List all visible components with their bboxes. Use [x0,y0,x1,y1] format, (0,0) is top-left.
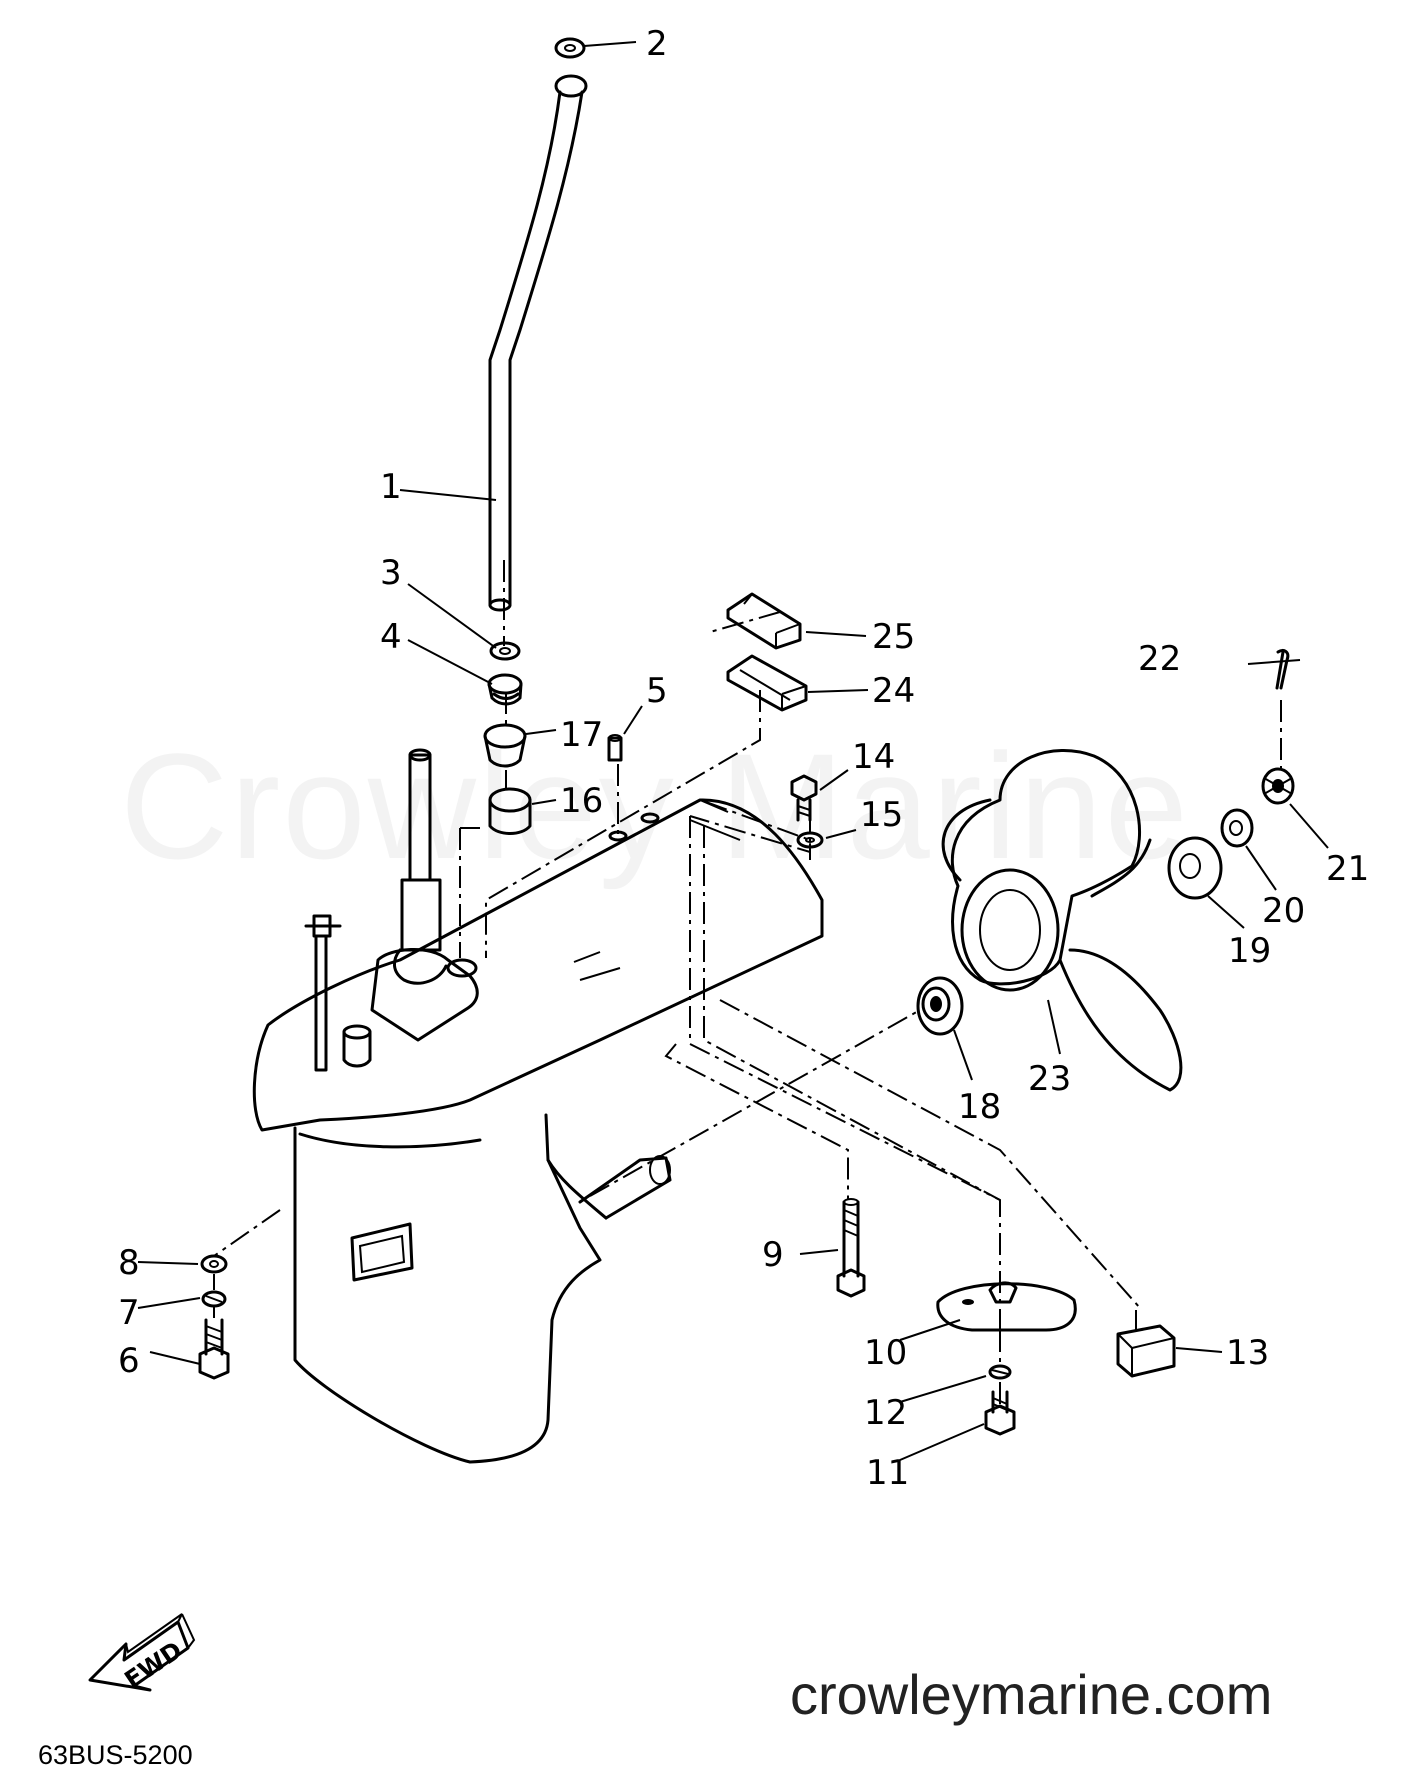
part-24-damper [726,654,808,712]
callout-9: 9 [762,1235,784,1275]
callout-18: 18 [958,1087,1001,1127]
callout-3: 3 [380,553,402,593]
leader-lines [137,41,1329,1461]
callout-5: 5 [646,671,668,711]
callout-11: 11 [866,1453,909,1493]
callout-25: 25 [872,617,915,657]
part-5-pin [607,734,623,762]
part-21-nut [1261,767,1295,805]
callout-14: 14 [852,737,895,777]
callout-10: 10 [864,1333,907,1373]
part-6-bolt [198,1318,230,1380]
callout-1: 1 [380,467,402,507]
part-25-damper [726,592,802,650]
part-8-washer [200,1254,228,1274]
part-14-bolt [790,774,818,822]
callout-labels: 2 1 3 4 17 16 5 25 24 14 15 22 21 20 19 … [118,24,1369,1493]
fwd-label: FWD [120,1636,188,1694]
fwd-arrow-icon: FWD [88,1613,196,1694]
part-19-spacer [1167,836,1223,900]
part-7-washer [201,1290,227,1308]
part-9-bolt [836,1198,866,1298]
callout-16: 16 [560,781,603,821]
callout-19: 19 [1228,931,1271,971]
callout-15: 15 [860,795,903,835]
callout-4: 4 [380,617,402,657]
diagram-code: 63BUS-5200 [38,1740,193,1770]
part-2-washer [554,37,586,59]
part-17-bush [483,723,527,768]
part-20-washer [1220,808,1254,848]
part-1-shift-rod [488,74,588,612]
callout-21: 21 [1326,849,1369,889]
part-11-bolt [984,1390,1016,1436]
callout-20: 20 [1262,891,1305,931]
part-22-cotter-pin [1275,648,1290,690]
callout-17: 17 [560,715,603,755]
callout-6: 6 [118,1341,140,1381]
part-13-anode [1116,1324,1176,1378]
callout-8: 8 [118,1243,140,1283]
callout-2: 2 [646,24,668,64]
callout-7: 7 [118,1293,140,1333]
callout-13: 13 [1226,1333,1269,1373]
lower-unit-casing [252,748,824,1464]
part-18-spacer [916,976,964,1036]
watermark: Crowley Marine [120,720,1360,893]
website-text: crowleymarine.com [790,1663,1273,1726]
part-10-trim-tab [936,1281,1077,1332]
callout-22: 22 [1138,639,1181,679]
callout-23: 23 [1028,1059,1071,1099]
callout-12: 12 [864,1393,907,1433]
part-16-collar [488,787,532,835]
callout-24: 24 [872,671,915,711]
assembly-lines [213,560,1282,1404]
part-23-propeller [941,749,1183,1092]
part-12-washer [988,1364,1012,1380]
